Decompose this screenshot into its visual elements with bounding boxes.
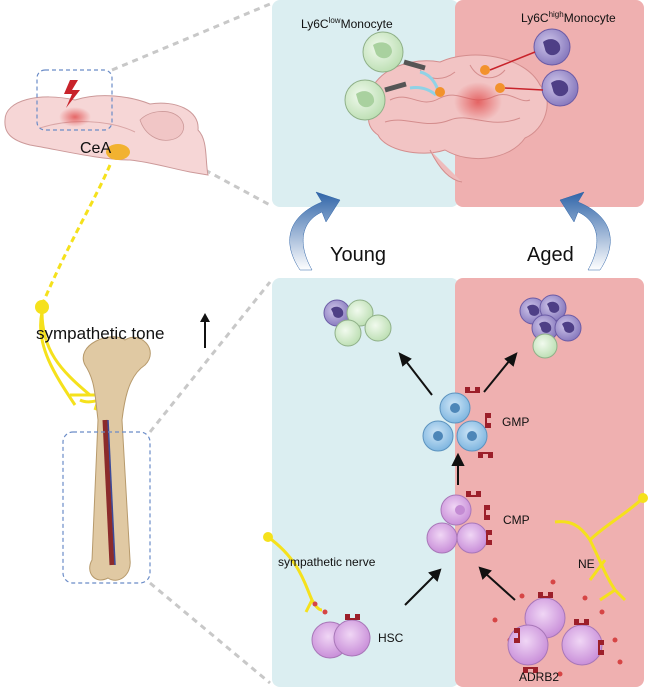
young-curved-arrow (289, 191, 341, 271)
cell-ligands (384, 51, 544, 97)
cmp-cells (426, 491, 492, 554)
ly6c-low-monocyte-2 (344, 79, 386, 121)
zoom-connectors (111, 2, 272, 685)
aged-brain-panel (455, 0, 644, 207)
brain-zoom-box (36, 69, 113, 131)
sympathetic-nerve-label: sympathetic nerve (278, 555, 376, 569)
adrb2-label: ADRB2 (519, 670, 560, 684)
ly6c-low-monocyte-1 (362, 31, 404, 73)
ne-label: NE (578, 557, 595, 571)
aged-monocyte-cluster (519, 294, 582, 359)
ly6c-high-label: Ly6ChighMonocyte (521, 10, 616, 25)
ly6c-low-label: Ly6ClowMonocyte (301, 16, 393, 31)
sympathetic-nerve-young (267, 535, 323, 613)
hsc-young (311, 614, 371, 659)
femur-illustration (62, 336, 151, 584)
tone-up-arrowhead (200, 313, 210, 322)
aged-curved-arrow (559, 191, 611, 271)
nerve-terminal-aged (638, 493, 648, 503)
ly6c-high-monocyte-1 (533, 28, 571, 66)
gmp-cells (422, 387, 493, 458)
young-marrow-panel (272, 278, 459, 687)
young-label: Young (330, 244, 386, 266)
lightning-icon (64, 80, 80, 108)
young-monocyte-cluster (323, 299, 392, 347)
aged-label: Aged (527, 244, 574, 266)
aged-marrow-panel (455, 278, 644, 687)
hsc-aged (507, 592, 604, 673)
cea-projection (40, 164, 112, 306)
marrow-zoom-box (62, 431, 151, 584)
sympathetic-ganglion (35, 300, 49, 314)
hsc-label: HSC (378, 631, 404, 645)
ly6c-high-monocyte-2 (541, 69, 579, 107)
gmp-label: GMP (502, 415, 530, 429)
nerve-terminal (263, 532, 273, 542)
human-brain-illustration (368, 54, 548, 183)
sympathetic-tone-label: sympathetic tone (36, 324, 165, 343)
cea-nucleus (106, 144, 130, 160)
mouse-brain-illustration (4, 69, 209, 176)
cea-label: CeA (80, 140, 112, 157)
cmp-label: CMP (503, 513, 530, 527)
differentiation-arrows (398, 352, 518, 606)
sympathetic-nerve-aged (554, 496, 645, 602)
